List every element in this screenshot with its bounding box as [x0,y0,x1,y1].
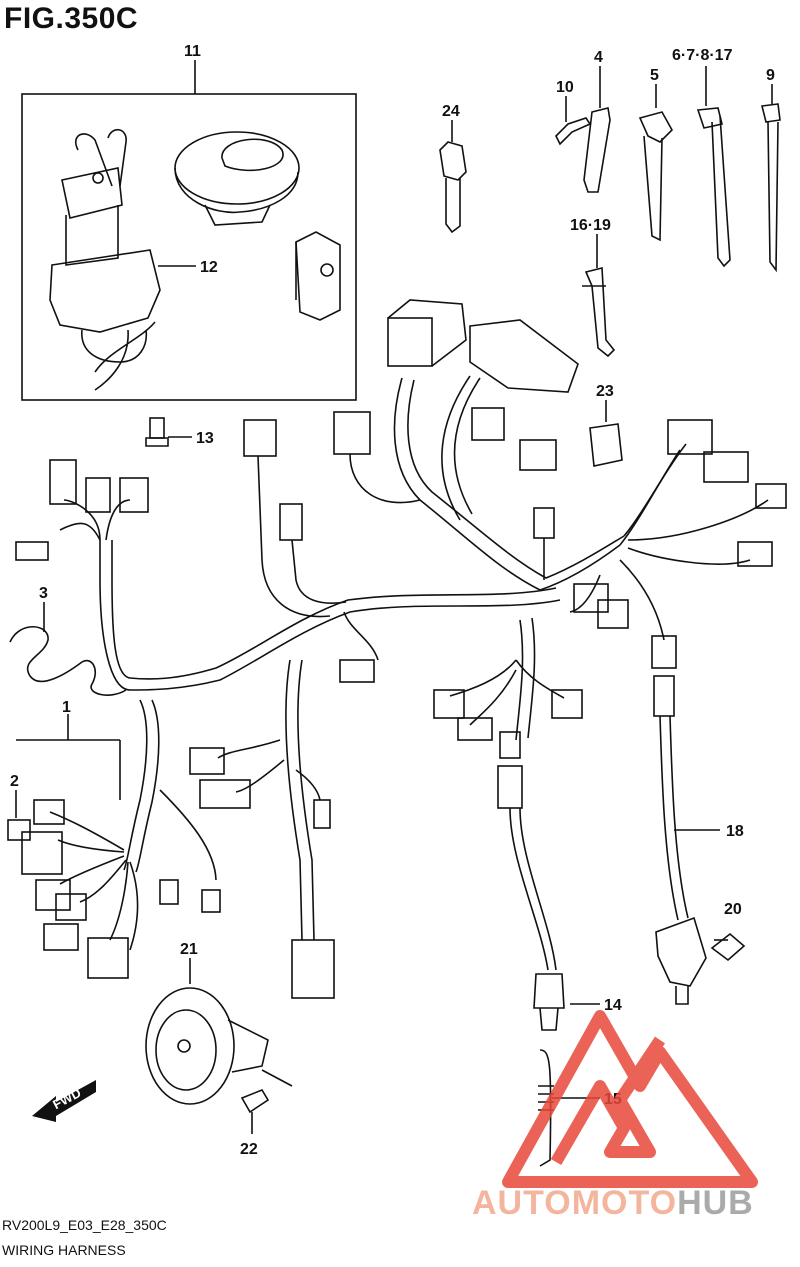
ignition-kit-group [21,60,357,401]
label-23: 23 [596,383,614,400]
label-20: 20 [724,901,742,918]
label-24: 24 [442,103,460,120]
label-2: 2 [10,773,19,790]
watermark-logo: AUTOMOTOHUB [472,1010,758,1222]
label-3: 3 [39,585,48,602]
fwd-arrow: FWD [32,1080,96,1122]
label-10: 10 [556,79,574,96]
horn-21-group [145,958,293,1134]
label-4: 4 [594,49,603,66]
key-24-group [439,120,467,234]
connector-23-group [589,400,623,467]
fasteners-group [555,66,781,273]
label-12: 12 [200,259,218,276]
watermark-text-main: AUTOMOTO [472,1184,677,1222]
label-11: 11 [184,43,201,60]
label-18: 18 [726,823,744,840]
label-9: 9 [766,67,775,84]
figure-title: FIG.350C [4,2,139,35]
label-16-19: 16·19 [570,217,611,234]
footer-code: RV200L9_E03_E28_350C [2,1217,167,1233]
label-14: 14 [604,997,622,1014]
label-5: 5 [650,67,659,84]
footer-name: WIRING HARNESS [2,1242,126,1258]
clamp-16-19-group [582,234,616,358]
main-harness [7,299,787,1167]
label-13: 13 [196,430,214,447]
label-21: 21 [180,941,198,958]
label-1: 1 [62,699,71,716]
label-22: 22 [240,1141,258,1158]
watermark-triangle-icon [502,1010,758,1188]
svg-text:AUTOMOTOHUB: AUTOMOTOHUB [472,1184,754,1222]
bolt-13-group [145,417,192,447]
ignition-kit-frame [21,93,357,401]
watermark-text-hub: HUB [677,1184,754,1222]
label-6-7-8-17: 6·7·8·17 [672,47,733,64]
